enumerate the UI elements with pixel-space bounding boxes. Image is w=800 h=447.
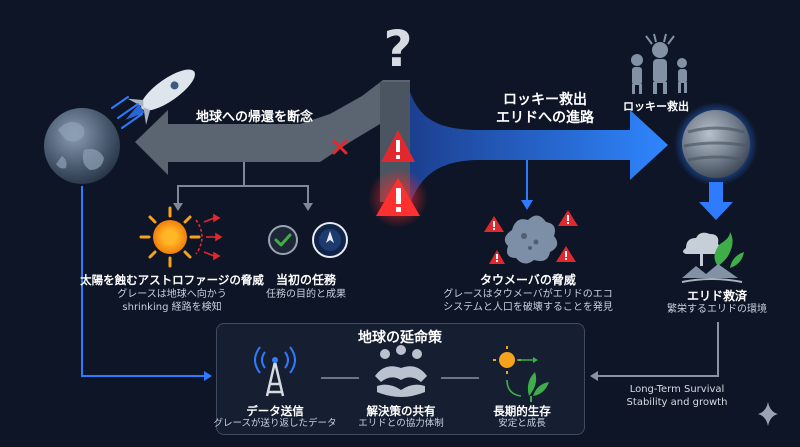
warning-icon-small-left — [484, 216, 504, 232]
panel-step-1-title: データ送信 — [246, 404, 304, 418]
antenna-icon — [254, 346, 296, 397]
check-icon — [268, 225, 298, 255]
sparkle-icon — [758, 402, 778, 426]
bottom-return-connector — [81, 186, 212, 381]
rocket-icon — [125, 69, 195, 125]
outcome-title: エリド救済 — [686, 289, 748, 303]
sun-icon — [139, 206, 201, 268]
left-branch-connector — [173, 162, 313, 211]
warning-icon — [381, 130, 415, 162]
outcome-desc: 繁栄するエリドの環境 — [667, 304, 767, 315]
warning-icon-small-bottom-right — [556, 246, 576, 262]
rocket-speed-lines — [111, 96, 143, 129]
item-mission-title: 当初の任務 — [275, 273, 337, 287]
item-astrophage-desc-1: グレースは地球へ向かう — [117, 289, 227, 300]
earth-extension-panel: 地球の延命策 データ送信 グレースが送り返したデータ 解決策の共有 エリドとの協… — [213, 323, 585, 435]
ecosystem-icon — [681, 232, 744, 283]
warning-glow-icon — [368, 168, 428, 228]
side-note-line-1: Long-Term Survival — [629, 384, 725, 395]
arrow-left-return-abandoned — [135, 80, 410, 202]
astrophage-arrows-icon — [195, 213, 223, 261]
planet-erid-icon — [674, 102, 758, 186]
warning-icon-small-right — [558, 210, 578, 226]
panel-step-2-title: 解決策の共有 — [366, 404, 436, 418]
rescue-label: ロッキー救出 — [623, 100, 689, 113]
microbe-icon — [504, 215, 558, 264]
panel-icons — [254, 345, 549, 402]
branch-right-label-line2: エリドへの進路 — [496, 110, 594, 126]
erid-down-arrow — [699, 182, 733, 220]
handshake-icon — [375, 345, 427, 397]
threat-title: タウメーバの脅威 — [480, 273, 576, 287]
threat-desc-1: グレースはタウメーバがエリドのエコ — [443, 289, 613, 300]
right-return-connector — [590, 322, 719, 381]
branch-left-label: 地球への帰還を断念 — [196, 110, 314, 125]
arrow-right-rescue-path — [410, 92, 668, 205]
warning-icon-small-bottom-left — [489, 250, 505, 264]
panel-step-3-desc: 安定と成長 — [498, 418, 546, 429]
aliens-icon — [631, 33, 687, 94]
item-mission-desc: 任務の目的と成果 — [266, 289, 346, 300]
item-astrophage-desc-2: shrinking 経路を検知 — [122, 302, 222, 313]
side-note-line-2: Stability and growth — [626, 397, 728, 408]
panel-step-1-desc: グレースが送り返したデータ — [213, 418, 337, 429]
threat-arrow — [521, 160, 533, 210]
question-icon: ? — [383, 20, 412, 78]
cross-icon — [332, 139, 348, 155]
mission-badge-icon — [312, 222, 348, 258]
item-astrophage-title: 太陽を蝕むアストロファージの脅威 — [80, 273, 264, 287]
earth-icon — [44, 108, 120, 184]
panel-step-2-desc: エリドとの協力体制 — [358, 418, 444, 429]
threat-desc-2: システムと人口を破壊することを発見 — [443, 302, 613, 313]
growth-icon — [493, 346, 549, 402]
panel-title: 地球の延命策 — [358, 330, 442, 346]
branch-right-label-line1: ロッキー救出 — [503, 92, 587, 108]
panel-step-3-title: 長期的生存 — [493, 404, 551, 418]
